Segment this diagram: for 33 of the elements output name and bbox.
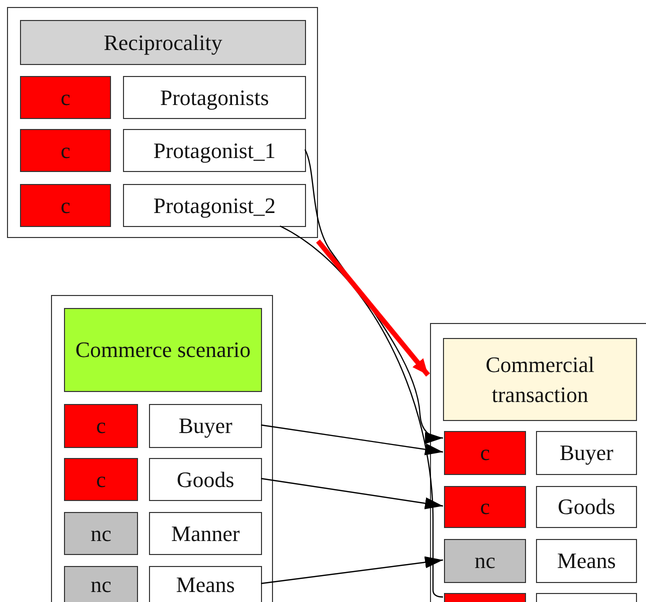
element-name-cell: Protagonist_1: [123, 129, 306, 172]
core-type-cell: c: [64, 458, 138, 501]
frame-header: Reciprocality: [20, 20, 306, 65]
element-name-cell: Means: [536, 539, 637, 583]
element-name-cell: Protagonists: [123, 76, 306, 119]
arrow: [304, 149, 444, 444]
element-name-cell: [536, 593, 637, 602]
element-name-cell: Buyer: [149, 404, 262, 448]
core-type-cell: c: [444, 431, 526, 475]
arrow: [260, 556, 444, 584]
core-type-cell: nc: [64, 512, 138, 555]
core-type-cell: c: [20, 184, 111, 227]
frame-box: [51, 295, 273, 602]
core-type-cell: c: [444, 486, 526, 528]
element-name-cell: Goods: [536, 486, 637, 528]
core-type-cell: nc: [444, 539, 526, 583]
element-name-cell: Goods: [149, 458, 262, 501]
core-type-cell: nc: [64, 566, 138, 602]
element-name-cell: Protagonist_2: [123, 184, 306, 227]
frame-header: Commerce scenario: [64, 308, 262, 392]
element-name-cell: Manner: [149, 512, 262, 555]
arrow: [260, 424, 444, 456]
frame-box: [7, 7, 318, 238]
element-name-cell: Means: [149, 566, 262, 602]
arrow: [260, 478, 444, 510]
core-type-cell: [444, 593, 526, 602]
core-type-cell: c: [20, 129, 111, 172]
arrow: [316, 239, 430, 377]
core-type-cell: c: [64, 404, 138, 448]
core-type-cell: c: [20, 76, 111, 119]
frame-box: [430, 323, 646, 602]
element-name-cell: Buyer: [536, 431, 637, 475]
frame-header: Commercial transaction: [443, 338, 637, 421]
